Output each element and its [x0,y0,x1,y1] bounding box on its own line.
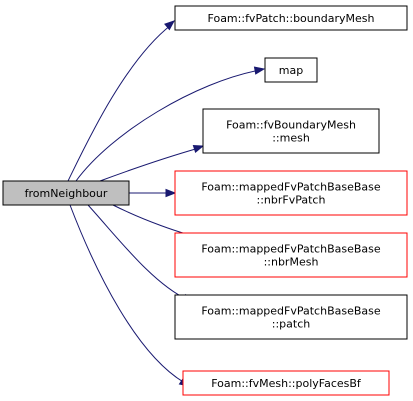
edge-3 [99,144,205,182]
target-node-6[interactable]: Foam::mappedFvPatchBaseBase::patch [174,294,408,340]
node-label-line: ::nbrMesh [264,256,319,269]
edge-4 [129,188,177,198]
target-node-2[interactable]: map [264,57,318,83]
node-box [264,57,318,83]
node-box [174,232,408,278]
node-label-line: ::mesh [272,132,310,145]
edge-7 [69,204,191,387]
edge-arrowhead [192,144,205,153]
node-label-line: ::patch [272,318,310,331]
target-node-7[interactable]: Foam::fvMesh::polyFacesBf [182,370,390,396]
node-label-line: Foam::mappedFvPatchBaseBase [201,305,381,318]
edge-line [67,24,172,182]
node-box [174,294,408,340]
node-box [174,5,408,31]
edge-arrowhead [165,188,177,198]
edge-line [99,147,200,182]
target-node-5[interactable]: Foam::mappedFvPatchBaseBase::nbrMesh [174,232,408,278]
target-node-4[interactable]: Foam::mappedFvPatchBaseBase::nbrFvPatch [174,170,408,216]
edge-line [87,204,189,301]
target-node-1[interactable]: Foam::fvPatch::boundaryMesh [174,5,408,31]
node-box [202,108,380,154]
node-box [182,370,390,396]
edge-1 [67,20,176,182]
node-label-line: Foam::fvMesh::polyFacesBf [211,377,362,390]
edge-2 [75,66,266,182]
target-node-3[interactable]: Foam::fvBoundaryMesh::mesh [202,108,380,154]
source-node-fromneighbour[interactable]: fromNeighbour [2,180,130,206]
edge-arrowhead [164,20,176,31]
node-label-line: ::nbrFvPatch [257,194,326,207]
node-label-line: Foam::fvBoundaryMesh [226,119,356,132]
node-label-line: Foam::fvPatch::boundaryMesh [208,12,375,25]
nodes: fromNeighbour Foam::fvPatch::boundaryMes… [2,5,408,396]
node-label-line: map [279,64,303,77]
node-label-line: Foam::mappedFvPatchBaseBase [201,181,381,194]
edge-line [75,69,261,182]
node-box [174,170,408,216]
edge-arrowhead [253,66,266,75]
source-node-label: fromNeighbour [25,187,108,200]
node-label-line: Foam::mappedFvPatchBaseBase [201,243,381,256]
edge-line [69,204,186,384]
